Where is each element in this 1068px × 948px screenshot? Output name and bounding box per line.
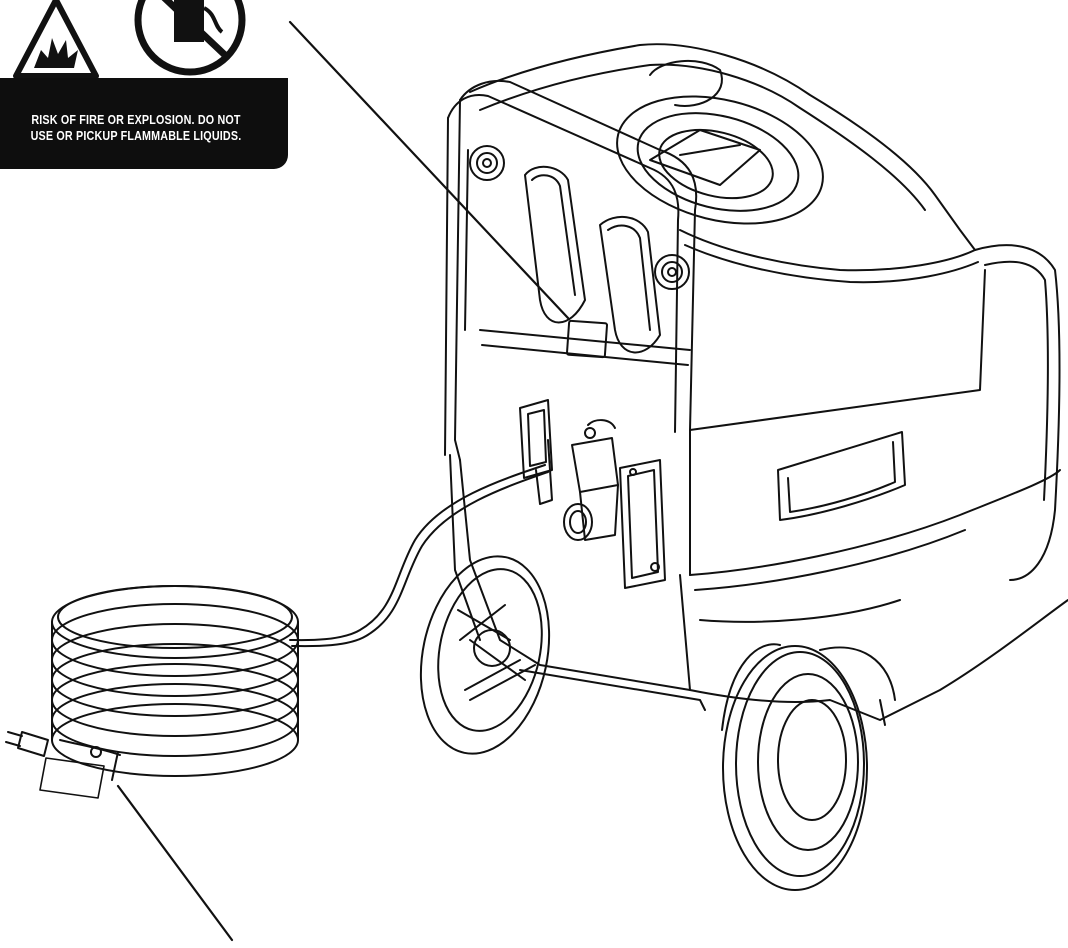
handle-frame	[444, 80, 698, 461]
cord-coil	[51, 585, 299, 777]
warning-icon-row	[13, 0, 246, 79]
warning-label: RISK OF FIRE OR EXPLOSION. DO NOT USE OR…	[0, 0, 288, 169]
right-wheel	[721, 643, 868, 891]
leader-line-top	[288, 20, 570, 320]
no-flammable-liquids-icon	[134, 0, 246, 76]
explosion-hazard-icon	[13, 0, 99, 79]
body-lower-back	[449, 454, 706, 711]
machine-body	[469, 43, 1068, 726]
power-cord	[289, 464, 549, 648]
warning-icons	[0, 0, 288, 79]
warning-text-line-2: USE OR PICKUP FLAMMABLE LIQUIDS.	[30, 128, 242, 143]
left-wheel	[419, 555, 551, 755]
rear-control-panel	[519, 399, 666, 589]
warning-text: RISK OF FIRE OR EXPLOSION. DO NOT USE OR…	[19, 113, 253, 144]
plug-and-tag	[5, 731, 121, 799]
leader-line-bottom	[116, 784, 234, 942]
warning-text-line-1: RISK OF FIRE OR EXPLOSION. DO NOT	[31, 113, 241, 127]
